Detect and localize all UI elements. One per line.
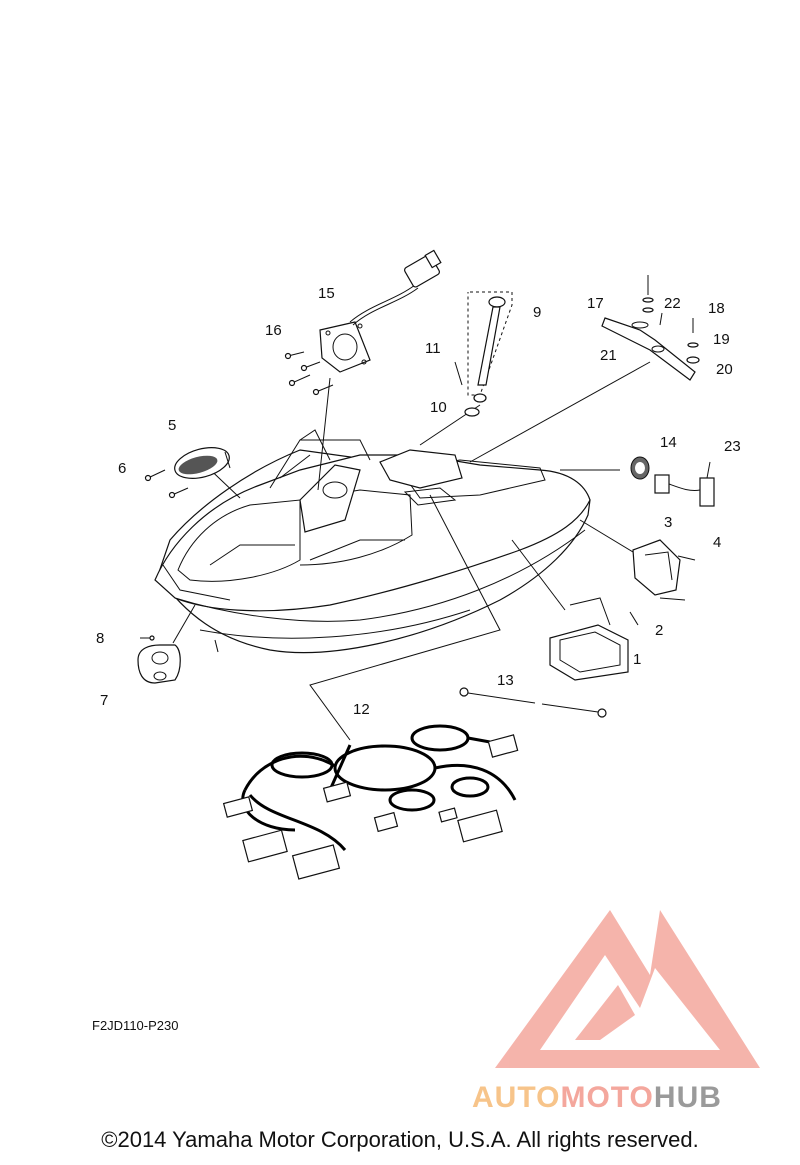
callout-10: 10 xyxy=(430,399,447,416)
part-12-wire-harness xyxy=(222,724,519,880)
watermark-logo xyxy=(495,910,760,1068)
callout-16: 16 xyxy=(265,322,282,339)
callout-18: 18 xyxy=(708,300,725,317)
callout-13: 13 xyxy=(497,672,514,689)
callout-12: 12 xyxy=(353,701,370,718)
part-10-grommet xyxy=(464,393,487,417)
callout-7: 7 xyxy=(100,692,108,709)
part-16-screws xyxy=(284,351,334,396)
boat-hull xyxy=(154,429,591,654)
callout-17: 17 xyxy=(587,295,604,312)
part-8-screw xyxy=(140,635,155,641)
watermark-text-moto: MOTO xyxy=(560,1081,654,1114)
copyright-notice: ©2014 Yamaha Motor Corporation, U.S.A. A… xyxy=(101,1127,699,1152)
callout-22: 22 xyxy=(664,295,681,312)
callout-labels: 1 2 3 4 5 6 7 8 9 10 11 12 13 14 15 16 1… xyxy=(96,285,741,718)
callout-14: 14 xyxy=(660,434,677,451)
callout-23: 23 xyxy=(724,438,741,455)
watermark-text-auto: AUTO xyxy=(472,1081,561,1114)
callout-9: 9 xyxy=(533,304,541,321)
callout-11: 11 xyxy=(425,340,441,357)
part-22-hardware xyxy=(642,275,663,326)
callout-6: 6 xyxy=(118,460,126,477)
callout-4: 4 xyxy=(713,534,721,551)
part-13-cable xyxy=(459,687,607,718)
callout-3: 3 xyxy=(664,514,672,531)
watermark-text-hub: HUB xyxy=(653,1081,722,1114)
callout-5: 5 xyxy=(168,417,176,434)
callout-8: 8 xyxy=(96,630,104,647)
part-14-ring xyxy=(630,456,650,480)
part-17-bracket xyxy=(601,317,696,381)
part-7-housing xyxy=(137,644,181,684)
part-6-screws xyxy=(144,469,189,499)
watermark-text: AUTOMOTOHUB xyxy=(472,1081,722,1115)
part-9-antenna xyxy=(467,291,513,396)
callout-2: 2 xyxy=(655,622,663,639)
callout-1: 1 xyxy=(633,651,641,668)
part-11-screw xyxy=(454,361,463,386)
part-4-screws xyxy=(659,555,696,601)
part-15-speaker-housing xyxy=(319,249,442,373)
part-1-bracket xyxy=(549,597,629,681)
part-19-20-washers xyxy=(686,342,700,364)
part-2-screw xyxy=(629,611,639,626)
callout-20: 20 xyxy=(716,361,733,378)
part-23-sensor xyxy=(654,461,715,507)
callout-21: 21 xyxy=(600,347,617,364)
callout-15: 15 xyxy=(318,285,335,302)
callout-19: 19 xyxy=(713,331,730,348)
part-5-speaker-grille xyxy=(174,447,231,479)
drawing-code: F2JD110-P230 xyxy=(92,1018,179,1033)
part-3-module xyxy=(632,539,681,596)
